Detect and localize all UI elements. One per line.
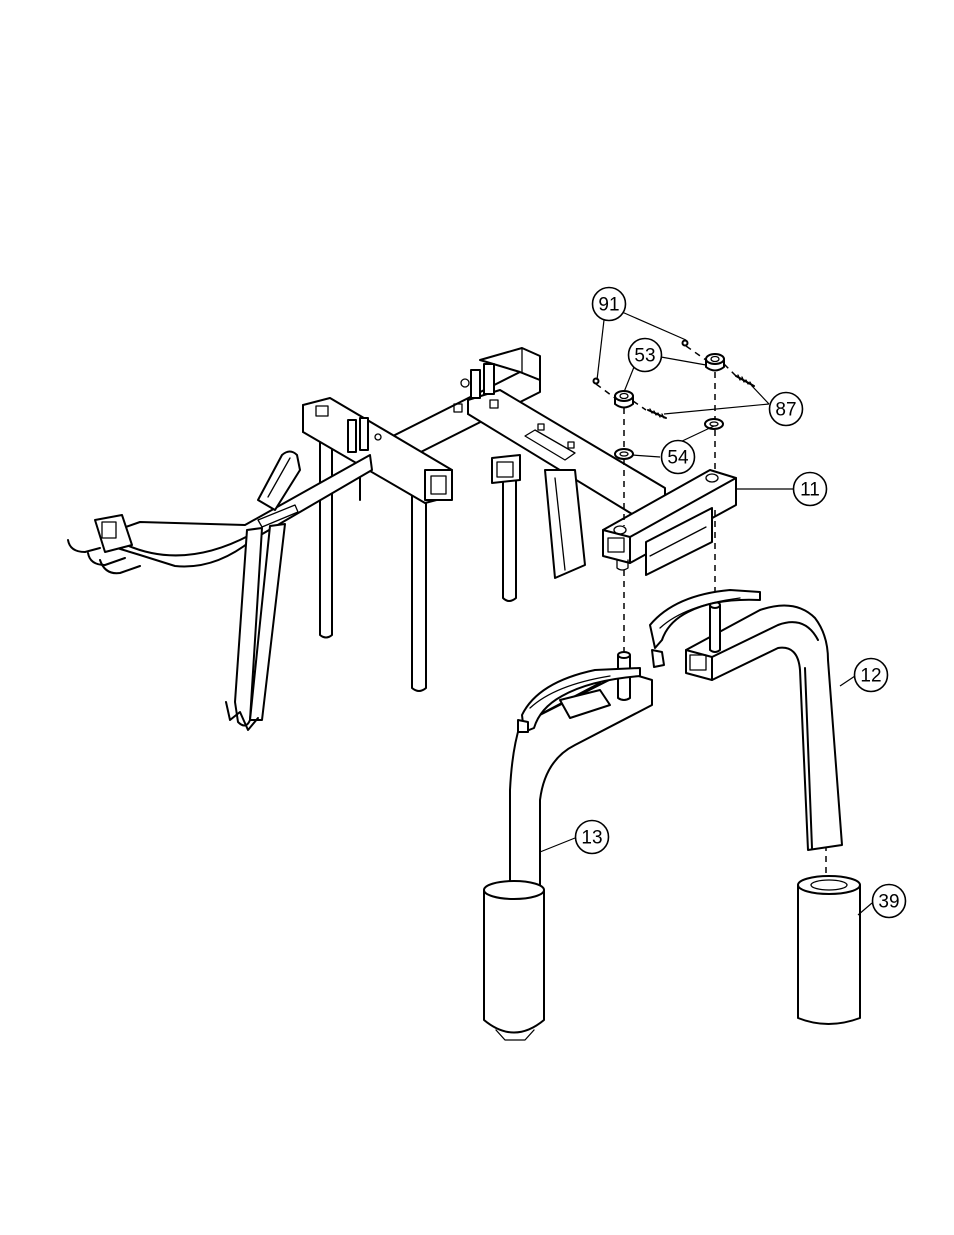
part-39-roller-pad [798,876,860,1024]
nut-left [594,379,599,384]
nut-right [683,341,688,346]
frame-rear-stub [492,455,585,578]
callout-39: 39 [873,885,906,918]
main-frame [68,348,665,730]
callout-39-label: 39 [878,892,899,913]
callout-11: 11 [794,473,827,506]
part-13-left-leg [484,652,652,1040]
callout-13: 13 [576,821,609,854]
callout-12-label: 12 [860,666,881,687]
callout-91-label: 91 [598,295,619,316]
callout-13-label: 13 [581,828,602,849]
callout-87: 87 [770,393,803,426]
callout-91: 91 [593,288,626,321]
washer-right [705,419,723,429]
bolt-right [736,375,754,386]
bushing-right [706,354,724,371]
callout-54-label: 54 [667,448,689,469]
callout-53: 53 [629,339,662,372]
bushing-left [615,391,633,408]
part-12-right-leg [650,590,842,850]
frame-left-arm [68,452,372,731]
callout-12: 12 [855,659,888,692]
callout-53-label: 53 [634,346,655,367]
callout-54: 54 [662,441,695,474]
washer-left [615,449,633,459]
callout-11-label: 11 [800,480,820,501]
bolt-left [648,409,666,418]
callout-87-label: 87 [775,400,796,421]
